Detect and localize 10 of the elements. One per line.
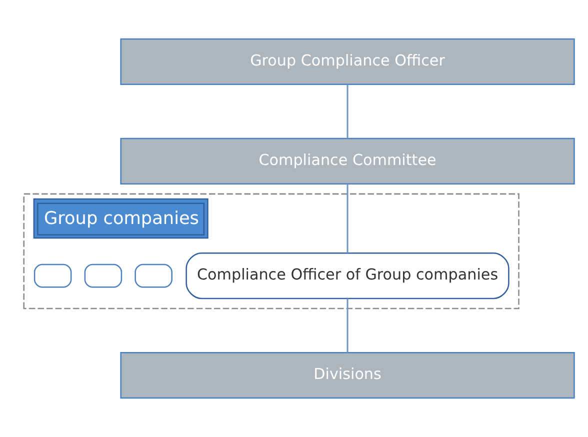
node-box — [34, 264, 72, 288]
connector — [346, 184, 348, 253]
node-box: Compliance Committee — [120, 138, 575, 184]
node-box: Group Compliance Officer — [120, 38, 575, 85]
node-box — [84, 264, 122, 288]
node-box: Compliance Officer of Group companies — [186, 252, 510, 300]
node-box — [134, 264, 172, 288]
node-box: Divisions — [120, 352, 575, 399]
connector — [346, 84, 348, 138]
connector — [346, 298, 348, 353]
